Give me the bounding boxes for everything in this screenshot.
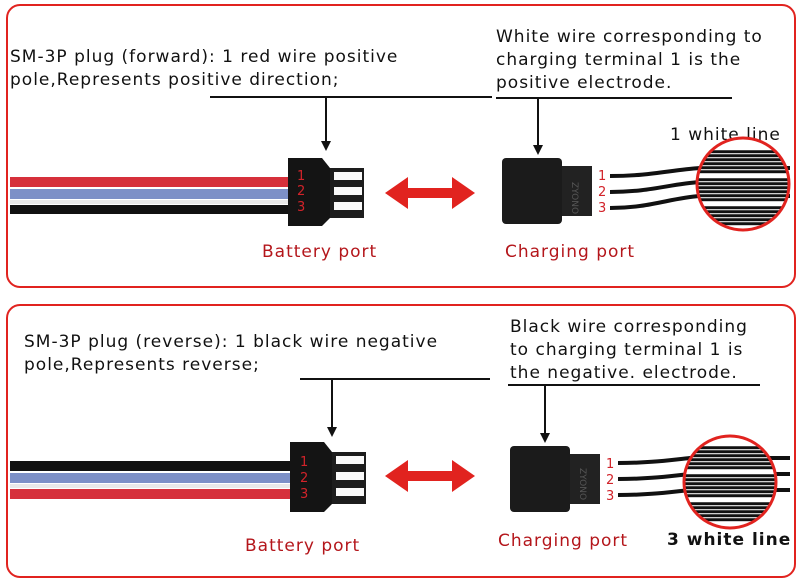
forward-battery-port-label: Battery port	[262, 242, 378, 262]
svg-text:3: 3	[606, 489, 614, 504]
forward-magnifier-icon	[695, 136, 791, 232]
pin-2: 2	[297, 184, 305, 199]
svg-text:3: 3	[300, 487, 308, 502]
blue-wire	[10, 189, 298, 199]
svg-text:2: 2	[606, 473, 614, 488]
black-wire	[10, 461, 300, 471]
reverse-battery-wires	[10, 461, 300, 499]
svg-text:2: 2	[300, 471, 308, 486]
forward-charging-underline	[496, 97, 732, 99]
reverse-plug-underline	[300, 378, 490, 380]
forward-plug-underline	[210, 96, 492, 98]
svg-text:1: 1	[300, 455, 308, 470]
pin-3: 3	[297, 200, 305, 215]
forward-charging-port-label: Charging port	[505, 242, 636, 262]
reverse-double-arrow-icon	[385, 460, 475, 492]
red-wire	[10, 177, 298, 187]
forward-charging-description: White wire corresponding to charging ter…	[496, 27, 763, 93]
svg-text:1: 1	[606, 457, 614, 472]
panel-reverse	[6, 304, 796, 578]
reverse-plug-description: SM-3P plug (reverse): 1 black wire negat…	[24, 332, 439, 375]
reverse-magnifier-icon	[682, 434, 778, 530]
svg-text:3: 3	[598, 201, 606, 216]
reverse-charging-description: Black wire corresponding to charging ter…	[510, 317, 748, 383]
forward-battery-connector: 1 2 3	[288, 158, 364, 226]
reverse-battery-port-label: Battery port	[245, 536, 361, 556]
panel-forward	[6, 4, 796, 288]
reverse-battery-connector: 1 2 3	[290, 442, 366, 512]
svg-text:2: 2	[598, 185, 606, 200]
svg-text:1: 1	[598, 169, 606, 184]
reverse-wire-note: 3 white line	[667, 530, 792, 550]
reverse-charging-underline	[508, 384, 760, 386]
black-wire	[10, 205, 298, 214]
red-wire	[10, 489, 300, 499]
forward-plug-description: SM-3P plug (forward): 1 red wire positiv…	[10, 47, 399, 90]
reverse-charging-port-label: Charging port	[498, 531, 629, 551]
forward-double-arrow-icon	[385, 177, 475, 209]
pin-1: 1	[297, 169, 305, 184]
forward-battery-wires	[10, 177, 298, 214]
svg-text:ZYONO: ZYONO	[569, 182, 579, 214]
blue-wire	[10, 473, 300, 483]
svg-text:ZYONO: ZYONO	[577, 468, 587, 500]
